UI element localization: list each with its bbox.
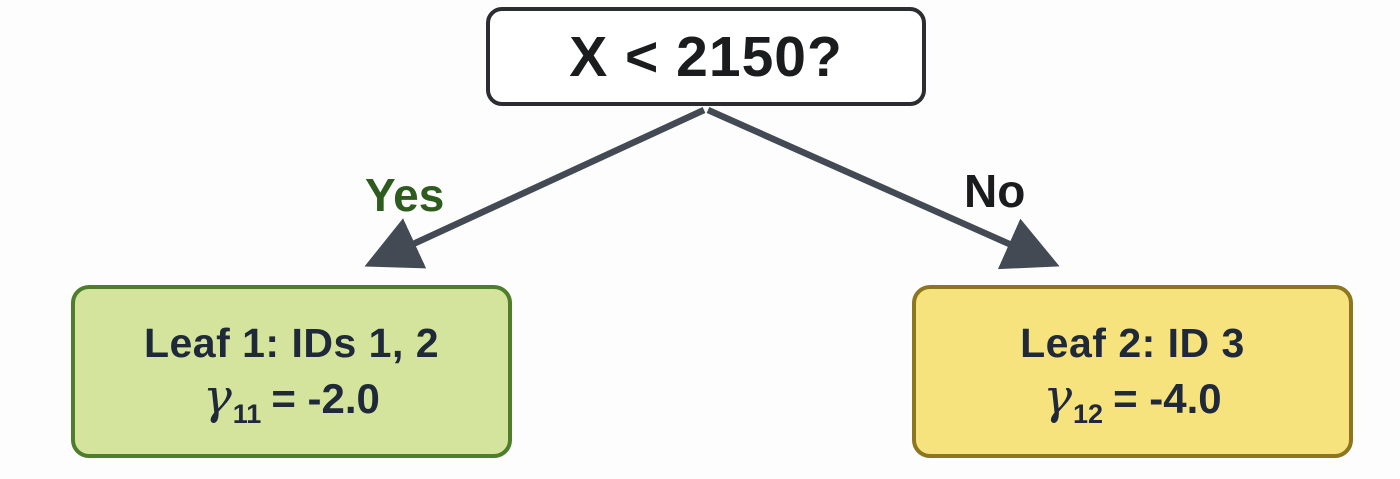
- branch-label-yes: Yes: [365, 169, 445, 221]
- gamma-symbol: γ: [1043, 369, 1073, 425]
- root-node: X < 2150?: [486, 7, 926, 106]
- leaf-2-title: Leaf 2: ID 3: [1020, 320, 1245, 366]
- gamma-equation: = -4.0: [1113, 375, 1222, 422]
- gamma-subscript: 12: [1073, 399, 1104, 429]
- edge-yes: [364, 107, 706, 269]
- root-node-label: X < 2150?: [569, 24, 843, 89]
- edge-no: [706, 107, 1060, 270]
- gamma-symbol: γ: [203, 369, 232, 425]
- gamma-subscript: 11: [232, 399, 262, 429]
- branch-label-no: No: [964, 165, 1026, 217]
- leaf-1-title: Leaf 1: IDs 1, 2: [143, 320, 440, 366]
- gamma-equation: = -2.0: [271, 375, 380, 422]
